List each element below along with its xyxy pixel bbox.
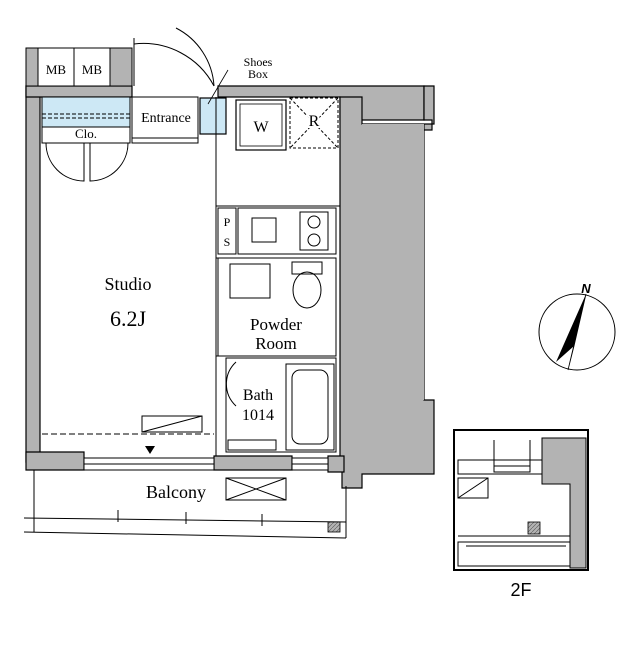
closet-storage	[41, 96, 131, 128]
closet	[41, 96, 131, 182]
shoes-box-label-1: Shoes	[244, 55, 273, 69]
compass-north-label: N	[581, 281, 591, 296]
pipe-space-label-2: S	[224, 235, 231, 249]
washer-space	[235, 99, 287, 151]
toilet-tank	[291, 261, 323, 275]
pipe-space	[217, 207, 237, 255]
entrance-floor	[131, 96, 199, 144]
kitchen	[237, 207, 337, 255]
left-wall	[25, 85, 41, 463]
key-plan	[453, 429, 589, 571]
north-arrow-icon	[556, 294, 586, 370]
right-wall-inner-notch	[362, 124, 424, 400]
south-windows	[83, 457, 329, 471]
bathtub	[285, 363, 335, 451]
balcony	[23, 470, 347, 539]
closet-label: Clo.	[75, 126, 97, 141]
sink	[251, 217, 277, 243]
aircon-outdoor-unit	[225, 477, 287, 501]
studio-label: Studio	[104, 274, 151, 294]
bottom-wall	[25, 451, 85, 471]
powder-room-label-2: Room	[255, 334, 297, 353]
interior-partitions	[40, 96, 340, 456]
bottom-wall-mid	[213, 455, 293, 471]
powder-room	[217, 257, 337, 357]
burner-top	[307, 215, 321, 229]
bath-label-1: Bath	[243, 387, 273, 404]
pipe-space-label-1: P	[224, 215, 231, 229]
bath-label-2: 1014	[242, 407, 274, 424]
powder-room-label-1: Powder	[250, 315, 302, 334]
entrance-door	[133, 27, 215, 87]
top-wall-left	[25, 85, 133, 98]
exterior-walls	[25, 85, 435, 489]
meter-box-right	[73, 47, 111, 87]
entry-arrow-icon	[145, 446, 155, 454]
toilet-bowl	[292, 271, 322, 309]
bottom-wall-right	[327, 455, 345, 473]
meter-box-left-label: MB	[46, 62, 67, 77]
meter-box-right-label: MB	[82, 62, 103, 77]
entrance-label: Entrance	[141, 111, 191, 126]
meter-box-left	[37, 47, 75, 87]
balcony-label: Balcony	[146, 482, 206, 502]
burner-bottom	[307, 233, 321, 247]
stove	[299, 211, 329, 251]
bath-room	[225, 357, 337, 453]
compass	[538, 293, 616, 371]
washer-label: W	[253, 119, 269, 136]
fridge-space	[289, 97, 339, 149]
meter-boxes	[25, 47, 133, 87]
studio-size: 6.2J	[110, 306, 147, 331]
washbasin	[229, 263, 271, 299]
shoes-box-label-2: Box	[248, 67, 268, 81]
key-plan-floor-label: 2F	[510, 580, 531, 600]
fridge-label: R	[309, 113, 320, 130]
shoes-box	[199, 97, 227, 135]
